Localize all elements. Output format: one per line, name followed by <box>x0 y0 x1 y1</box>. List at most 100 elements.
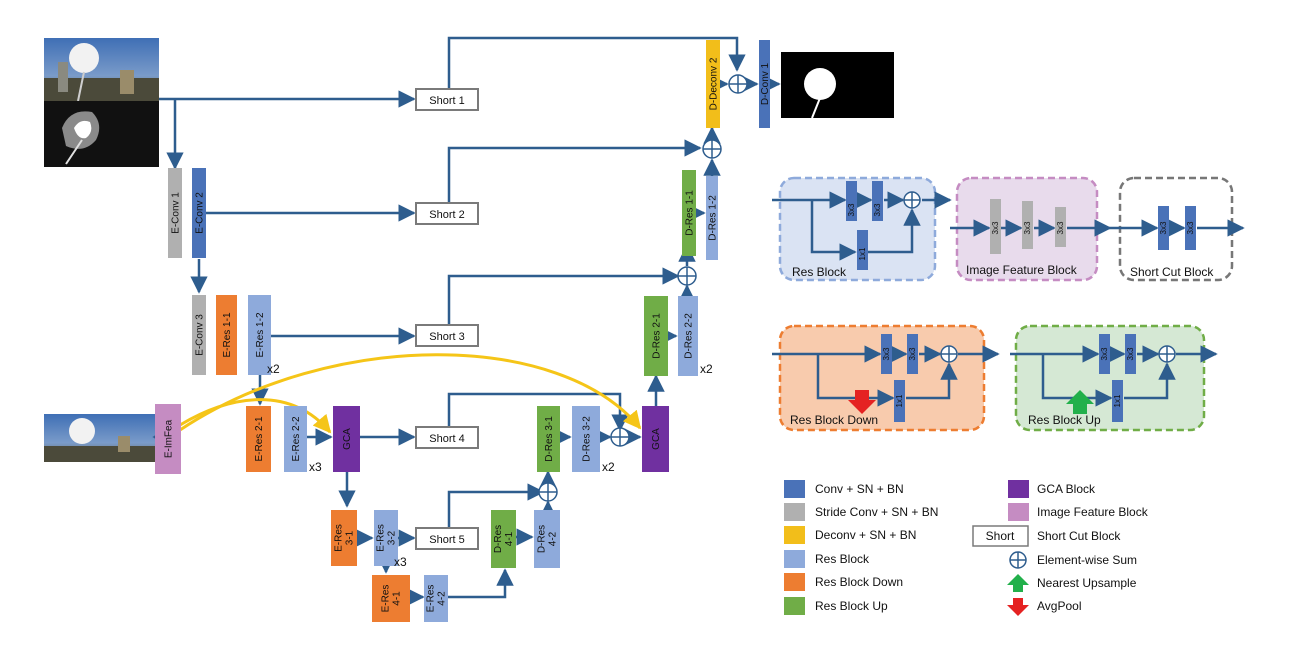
block-d-conv1-rect <box>759 40 770 128</box>
block-d-res2-1: D-Res 2-1 <box>644 296 668 376</box>
short-4: Short 4 <box>415 426 479 449</box>
legend-swatch-gca <box>1008 480 1029 498</box>
block-d-res4-1-rect <box>491 510 516 568</box>
plus-icon <box>1009 551 1027 569</box>
block-e-res1-1-label: E-Res 1-1 <box>222 312 233 357</box>
x2-e-res1: x2 <box>267 362 280 376</box>
block-d-res1-1: D-Res 1-1 <box>682 170 696 256</box>
block-e-conv2-rect <box>192 168 206 258</box>
block-gca1-label: GCA <box>342 428 353 450</box>
block-e-conv3-label: E-Conv 3 <box>195 314 206 356</box>
block-e-imfea-rect <box>155 404 181 474</box>
scb-k2: 3x3 <box>1186 221 1195 234</box>
plus-icon <box>940 345 958 363</box>
legend-swatch-res <box>784 550 805 568</box>
block-gca2-label: GCA <box>651 428 662 450</box>
ifb-k2: 3x3 <box>1023 221 1032 234</box>
block-d-res2-1-label: D-Res 2-1 <box>652 313 663 359</box>
res-block-title: Res Block <box>792 265 847 279</box>
legend-label-res: Res Block <box>815 552 870 566</box>
x3-e-res3: x3 <box>394 555 407 569</box>
plus-icon <box>1158 345 1176 363</box>
block-d-deconv2-rect <box>706 40 720 128</box>
res-block-down-title: Res Block Down <box>790 413 878 427</box>
block-e-res4-2-label-0: E-Res <box>426 585 437 613</box>
block-e-res4-1-label-0: E-Res <box>381 585 392 613</box>
block-e-res1-2-label: E-Res 1-2 <box>255 312 266 357</box>
short-2: Short 2 <box>415 202 479 225</box>
short-5: Short 5 <box>415 527 479 550</box>
block-e-conv2-label: E-Conv 2 <box>195 192 206 234</box>
block-e-conv1-rect <box>168 168 182 258</box>
legend-label-down: Res Block Down <box>815 575 903 589</box>
scb-k1: 3x3 <box>1159 221 1168 234</box>
res-block-detail: 3x3 3x3 1x1 Res Block <box>772 176 952 282</box>
block-gca2-rect <box>642 406 669 472</box>
legend-swatch-imfea <box>1008 503 1029 521</box>
block-e-conv2: E-Conv 2 <box>192 168 206 258</box>
short-1-label: Short 1 <box>429 95 464 107</box>
block-d-res3-2: D-Res 3-2 <box>572 406 600 472</box>
block-e-res4-1-label-1: 4-1 <box>392 591 403 606</box>
short-5-label: Short 5 <box>429 534 464 546</box>
legend-label-avgpool: AvgPool <box>1037 599 1081 613</box>
block-e-res1-2: E-Res 1-2 <box>248 295 271 375</box>
block-d-res3-1-rect <box>537 406 560 472</box>
legend-label-short: Short Cut Block <box>1037 529 1121 543</box>
plus-icon <box>702 139 722 159</box>
res-block-up-title: Res Block Up <box>1028 413 1101 427</box>
block-e-res2-2-label: E-Res 2-2 <box>291 416 302 461</box>
rbu-k1: 3x3 <box>1100 347 1109 360</box>
legend-swatch-down <box>784 573 805 591</box>
block-e-imfea-label: E-ImFea <box>164 419 175 458</box>
ifb-k3: 3x3 <box>1056 221 1065 234</box>
rbd-k3: 1x1 <box>895 394 904 407</box>
block-d-res4-2-label-0: D-Res <box>537 525 548 553</box>
plus-icon <box>677 266 697 286</box>
block-d-res1-1-label: D-Res 1-1 <box>685 190 696 236</box>
legend-label-upsample: Nearest Upsample <box>1037 576 1137 590</box>
block-d-res3-2-rect <box>572 406 600 472</box>
connections <box>152 36 781 606</box>
block-e-res3-1-rect <box>331 510 357 566</box>
block-d-res1-2-rect <box>706 176 718 260</box>
plus-icon <box>538 482 558 502</box>
legend: Conv + SN + BN Stride Conv + SN + BN Dec… <box>784 480 1149 616</box>
legend-label-gca: GCA Block <box>1037 482 1096 496</box>
plus-icon <box>903 191 921 209</box>
res-block-down-detail: 3x3 3x3 1x1 Res Block Down <box>772 324 1000 432</box>
block-e-res1-1-rect <box>216 295 237 375</box>
block-d-res2-1-rect <box>644 296 668 376</box>
block-d-res3-2-label: D-Res 3-2 <box>582 416 593 462</box>
up-arrow-icon <box>1007 574 1029 592</box>
block-d-res4-1-label-0: D-Res <box>493 525 504 553</box>
block-e-res2-1: E-Res 2-1 <box>246 406 271 472</box>
nearest-upsample-icon <box>1066 390 1094 414</box>
block-d-res4-2-rect <box>534 510 560 568</box>
short-3-label: Short 3 <box>429 331 464 343</box>
block-e-res1-1: E-Res 1-1 <box>216 295 237 375</box>
block-gca2: GCA <box>642 406 669 472</box>
block-d-res4-1-label-1: 4-1 <box>504 531 515 546</box>
rbd-k1: 3x3 <box>882 347 891 360</box>
block-e-conv3: E-Conv 3 <box>192 295 206 375</box>
legend-swatch-stride <box>784 503 805 521</box>
short-boxes: Short 1 Short 2 Short 3 Short 4 Short 5 <box>415 88 479 550</box>
rbu-k3: 1x1 <box>1113 394 1122 407</box>
short-1: Short 1 <box>415 88 479 111</box>
block-d-res3-1: D-Res 3-1 <box>537 406 560 472</box>
block-e-res4-2-label-1: 4-2 <box>437 591 448 606</box>
legend-label-stride: Stride Conv + SN + BN <box>815 505 938 519</box>
block-d-deconv2: D-Deconv 2 <box>706 40 720 128</box>
block-d-res2-2-rect <box>678 296 698 376</box>
block-e-res4-1-rect <box>372 575 410 622</box>
multipliers: x2 x3 x3 x2 x2 <box>267 362 713 569</box>
short-2-label: Short 2 <box>429 209 464 221</box>
short-4-label: Short 4 <box>429 433 464 445</box>
block-d-conv1-label: D-Conv 1 <box>760 62 771 105</box>
block-e-conv3-rect <box>192 295 206 375</box>
legend-swatch-short <box>972 525 1029 547</box>
